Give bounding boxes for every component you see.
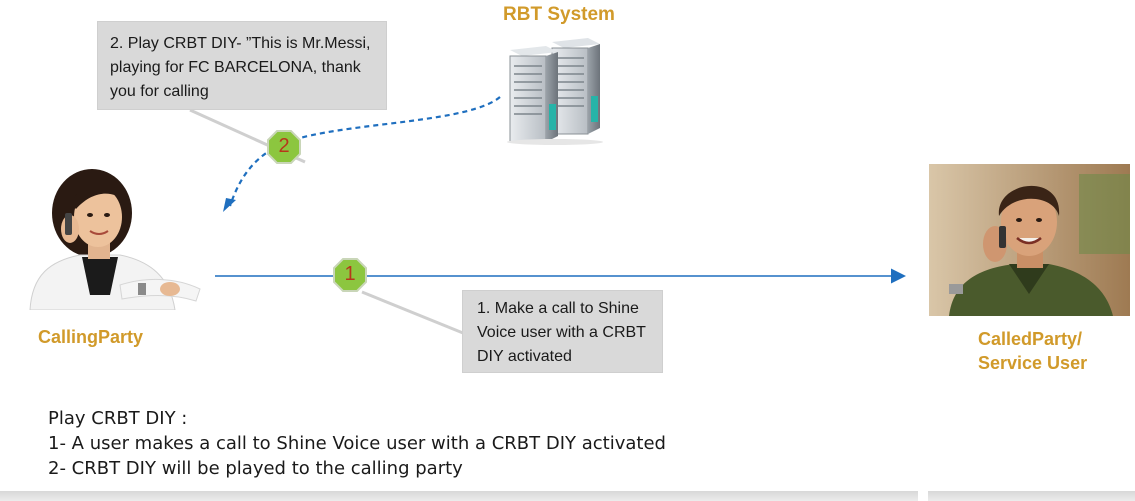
callout-step1: 1. Make a call to Shine Voice user with …	[462, 290, 663, 373]
callout-step2: 2. Play CRBT DIY- ”This is Mr.Messi, pla…	[97, 21, 387, 110]
step2-badge: 2	[267, 130, 301, 164]
callout-step2-text: 2. Play CRBT DIY- ”This is Mr.Messi, pla…	[110, 35, 371, 100]
caption-line2: 2- CRBT DIY will be played to the callin…	[48, 458, 463, 479]
called-party-label: CalledParty/ Service User	[978, 327, 1087, 375]
called-party-label-line2: Service User	[978, 353, 1088, 373]
rbt-system-title: RBT System	[503, 4, 615, 25]
calling-party-label: CallingParty	[38, 327, 144, 347]
footer-bar	[0, 491, 918, 501]
callout-step1-text: 1. Make a call to Shine Voice user with …	[477, 300, 646, 365]
woman-on-phone-photo	[29, 169, 201, 310]
crbt-dashed-arrow	[228, 96, 501, 207]
caption-block: Play CRBT DIY : 1- A user makes a call t…	[48, 406, 666, 481]
step1-badge-number: 1	[344, 263, 356, 285]
callout-step1-connector	[361, 290, 464, 335]
crbt-dashed-arrowhead	[223, 198, 236, 212]
caption-heading: Play CRBT DIY :	[48, 408, 188, 429]
server-icon	[507, 38, 603, 145]
step2-badge-number: 2	[278, 135, 290, 157]
step1-badge: 1	[333, 258, 367, 292]
called-party-label-line1: CalledParty/	[978, 329, 1083, 349]
caption-line1: 1- A user makes a call to Shine Voice us…	[48, 433, 666, 454]
man-on-phone-photo	[929, 164, 1130, 316]
footer-bar-right	[928, 491, 1135, 501]
